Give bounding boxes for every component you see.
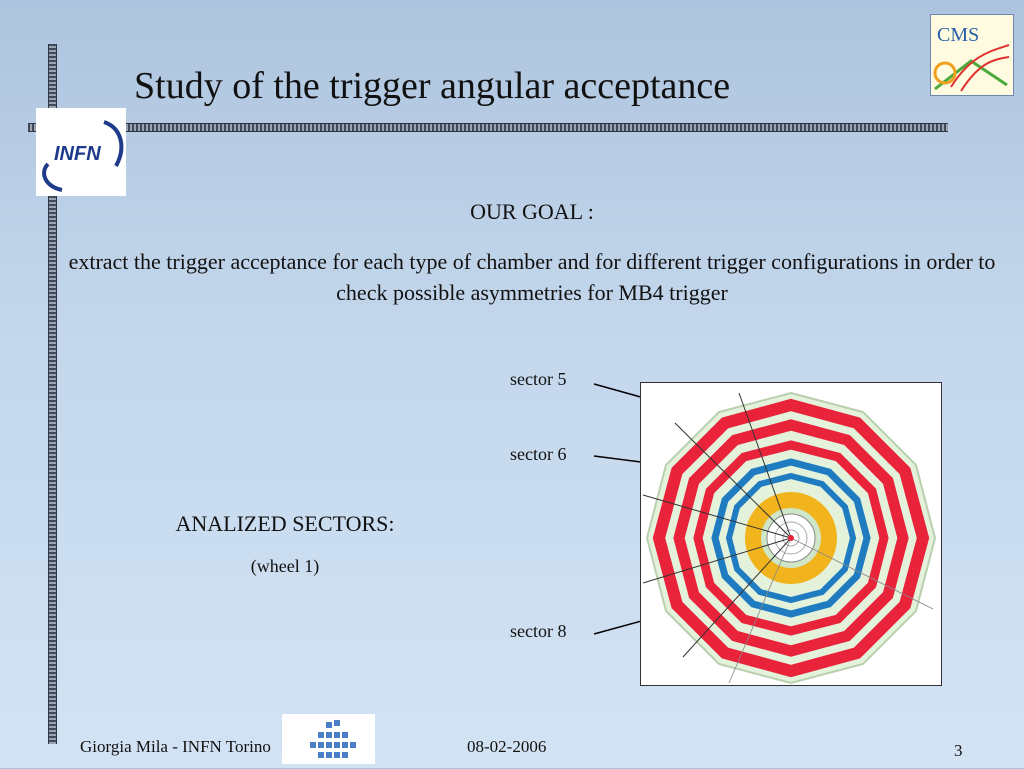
goal-text: extract the trigger acceptance for each … xyxy=(68,249,996,305)
infn-logo: INFN xyxy=(36,108,126,196)
footer-author: Giorgia Mila - INFN Torino xyxy=(80,737,271,756)
slide-title: Study of the trigger angular acceptance xyxy=(134,65,731,107)
torino-logo xyxy=(282,714,375,764)
sectors-subheading: (wheel 1) xyxy=(250,556,320,576)
detector-drawing xyxy=(642,391,937,685)
sectors-heading: ANALIZED SECTORS: xyxy=(175,511,395,536)
detector-cross-section xyxy=(640,382,942,686)
footer-date: 08-02-2006 xyxy=(467,737,547,756)
vertical-rule xyxy=(48,44,57,744)
cms-logo: CMS xyxy=(930,14,1014,96)
sector-6-label: sector 6 xyxy=(510,444,567,464)
sector-5-label: sector 5 xyxy=(510,369,567,389)
infn-logo-text: INFN xyxy=(54,143,101,165)
sector-8-label: sector 8 xyxy=(510,621,567,641)
goal-heading: OUR GOAL : xyxy=(470,199,594,224)
horizontal-rule xyxy=(28,123,948,132)
cms-logo-text: CMS xyxy=(937,24,979,46)
page-number: 3 xyxy=(954,741,963,760)
